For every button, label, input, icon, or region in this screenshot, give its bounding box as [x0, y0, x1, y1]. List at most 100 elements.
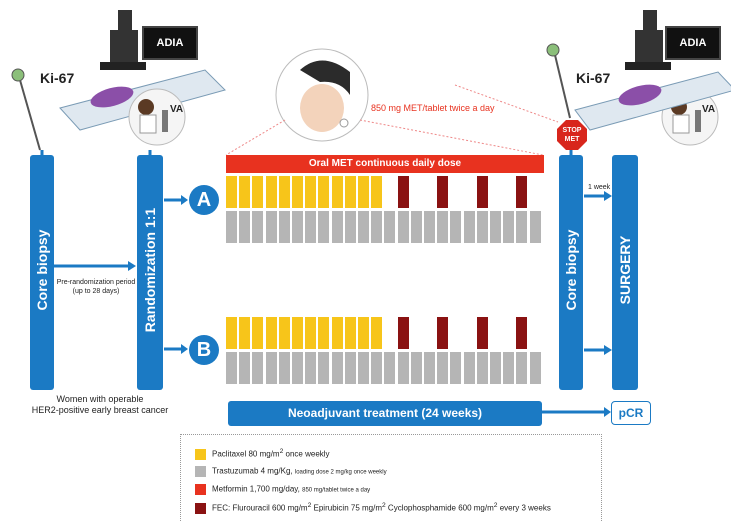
- trastuzumab-block-a: [516, 211, 528, 243]
- arm-b-badge: B: [189, 335, 219, 365]
- legend-fec-rest1: Epirubicin 75 mg/m: [311, 503, 382, 513]
- legend-trastuzumab-text: Trastuzumab 4 mg/Kg,: [212, 466, 295, 476]
- trastuzumab-block-b: [529, 352, 541, 384]
- ki67-label-right: Ki-67: [576, 70, 611, 86]
- trastuzumab-block-a: [239, 211, 251, 243]
- randomization-label: Randomization 1:1: [142, 207, 158, 333]
- prerandomization-note: Pre-randomization period (up to 28 days): [54, 278, 138, 296]
- paclitaxel-block-a: [358, 176, 369, 208]
- paclitaxel-block-b: [278, 317, 290, 349]
- trastuzumab-block-b: [278, 352, 290, 384]
- core-biopsy-bar-2: [559, 155, 583, 390]
- paclitaxel-block-a: [305, 176, 317, 208]
- trastuzumab-block-a: [265, 211, 277, 243]
- legend-paclitaxel-text: Paclitaxel 80 mg/m: [212, 449, 280, 459]
- prerandomization-line1: Pre-randomization period: [56, 279, 136, 286]
- trastuzumab-block-a: [410, 211, 422, 243]
- paclitaxel-block-b: [318, 317, 330, 349]
- stop-met-line1: STOP: [562, 127, 582, 134]
- fec-block-b: [476, 317, 488, 349]
- trastuzumab-block-a: [476, 211, 488, 243]
- trastuzumab-block-b: [476, 352, 488, 384]
- adia-monitor-left: ADIA: [142, 26, 198, 60]
- trastuzumab-block-b: [516, 352, 528, 384]
- paclitaxel-block-b: [226, 317, 237, 349]
- trastuzumab-block-a: [490, 211, 501, 243]
- trastuzumab-block-a: [384, 211, 396, 243]
- paclitaxel-block-b: [331, 317, 343, 349]
- arm-a-badge: A: [189, 185, 219, 215]
- legend-fec-rest2: Cyclophosphamide 600 mg/m: [385, 503, 494, 513]
- pcr-box: pCR: [611, 401, 651, 425]
- trastuzumab-block-b: [384, 352, 396, 384]
- va-circle-left: [128, 88, 186, 146]
- stop-met-line2: MET: [564, 136, 580, 143]
- trastuzumab-block-b: [344, 352, 356, 384]
- legend-item-paclitaxel: Paclitaxel 80 mg/m2 once weekly: [195, 448, 330, 461]
- paclitaxel-block-b: [265, 317, 277, 349]
- paclitaxel-block-a: [331, 176, 343, 208]
- paclitaxel-block-a: [344, 176, 356, 208]
- legend: Paclitaxel 80 mg/m2 once weekly Trastuzu…: [180, 434, 602, 521]
- legend-paclitaxel-rest: once weekly: [283, 449, 330, 459]
- trastuzumab-block-a: [463, 211, 475, 243]
- adia-monitor-right: ADIA: [665, 26, 721, 60]
- legend-item-metformin: Metformin 1,700 mg/day, 850 mg/tablet tw…: [195, 484, 370, 495]
- metformin-swatch: [195, 484, 206, 495]
- legend-fec-sup1: 2: [307, 502, 312, 509]
- trastuzumab-block-a: [397, 211, 409, 243]
- fec-block-b: [516, 317, 528, 349]
- trastuzumab-block-a: [424, 211, 435, 243]
- trastuzumab-block-b: [252, 352, 264, 384]
- paclitaxel-block-b: [252, 317, 264, 349]
- trastuzumab-block-b: [292, 352, 303, 384]
- legend-item-fec: FEC: Flurouracil 600 mg/m2 Epirubicin 75…: [195, 502, 551, 515]
- trastuzumab-block-b: [265, 352, 277, 384]
- paclitaxel-block-b: [305, 317, 317, 349]
- neoadjuvant-bar: Neoadjuvant treatment (24 weeks): [228, 401, 542, 426]
- paclitaxel-block-a: [371, 176, 383, 208]
- paclitaxel-swatch: [195, 449, 206, 461]
- paclitaxel-block-b: [358, 317, 369, 349]
- met-dose-note: 850 mg MET/tablet twice a day: [371, 103, 495, 113]
- paclitaxel-block-a: [292, 176, 303, 208]
- legend-fec-sup3: 2: [493, 502, 498, 509]
- one-week-label: 1 week: [588, 184, 611, 191]
- surgery-label: SURGERY: [617, 235, 633, 305]
- core-biopsy-label: Core biopsy: [34, 229, 50, 311]
- core-biopsy-label-2: Core biopsy: [563, 229, 579, 311]
- trastuzumab-block-b: [437, 352, 449, 384]
- trastuzumab-block-a: [226, 211, 237, 243]
- fec-block-b: [397, 317, 409, 349]
- slide-image-right: [574, 71, 731, 131]
- connector-line-right: [359, 119, 544, 156]
- stop-met-sign: STOP MET: [557, 120, 587, 150]
- legend-trastuzumab-small: loading dose 2 mg/kg once weekly: [294, 469, 387, 476]
- va-label-right: VA: [702, 104, 716, 115]
- biopsy-needle-left: [11, 68, 41, 151]
- core-biopsy-bar: [30, 155, 54, 390]
- prerandomization-line2: (up to 28 days): [72, 288, 120, 295]
- population-line2: HER2-positive early breast cancer: [31, 405, 169, 415]
- microscope-right: [625, 10, 671, 70]
- trastuzumab-block-b: [410, 352, 422, 384]
- biopsy-needle-right: [546, 43, 571, 119]
- paclitaxel-block-b: [239, 317, 251, 349]
- paclitaxel-block-b: [292, 317, 303, 349]
- paclitaxel-block-b: [371, 317, 383, 349]
- legend-item-trastuzumab: Trastuzumab 4 mg/Kg, loading dose 2 mg/k…: [195, 466, 387, 477]
- trastuzumab-block-b: [490, 352, 501, 384]
- trastuzumab-block-b: [371, 352, 383, 384]
- paclitaxel-block-a: [278, 176, 290, 208]
- trastuzumab-block-a: [305, 211, 317, 243]
- trastuzumab-block-b: [424, 352, 435, 384]
- trastuzumab-block-b: [450, 352, 462, 384]
- trastuzumab-block-b: [305, 352, 317, 384]
- trastuzumab-block-a: [358, 211, 369, 243]
- trastuzumab-block-a: [252, 211, 264, 243]
- trastuzumab-block-a: [331, 211, 343, 243]
- oral-met-banner: Oral MET continuous daily dose: [226, 155, 544, 173]
- fec-block-a: [437, 176, 449, 208]
- legend-metformin-text: Metformin 1,700 mg/day,: [212, 484, 303, 494]
